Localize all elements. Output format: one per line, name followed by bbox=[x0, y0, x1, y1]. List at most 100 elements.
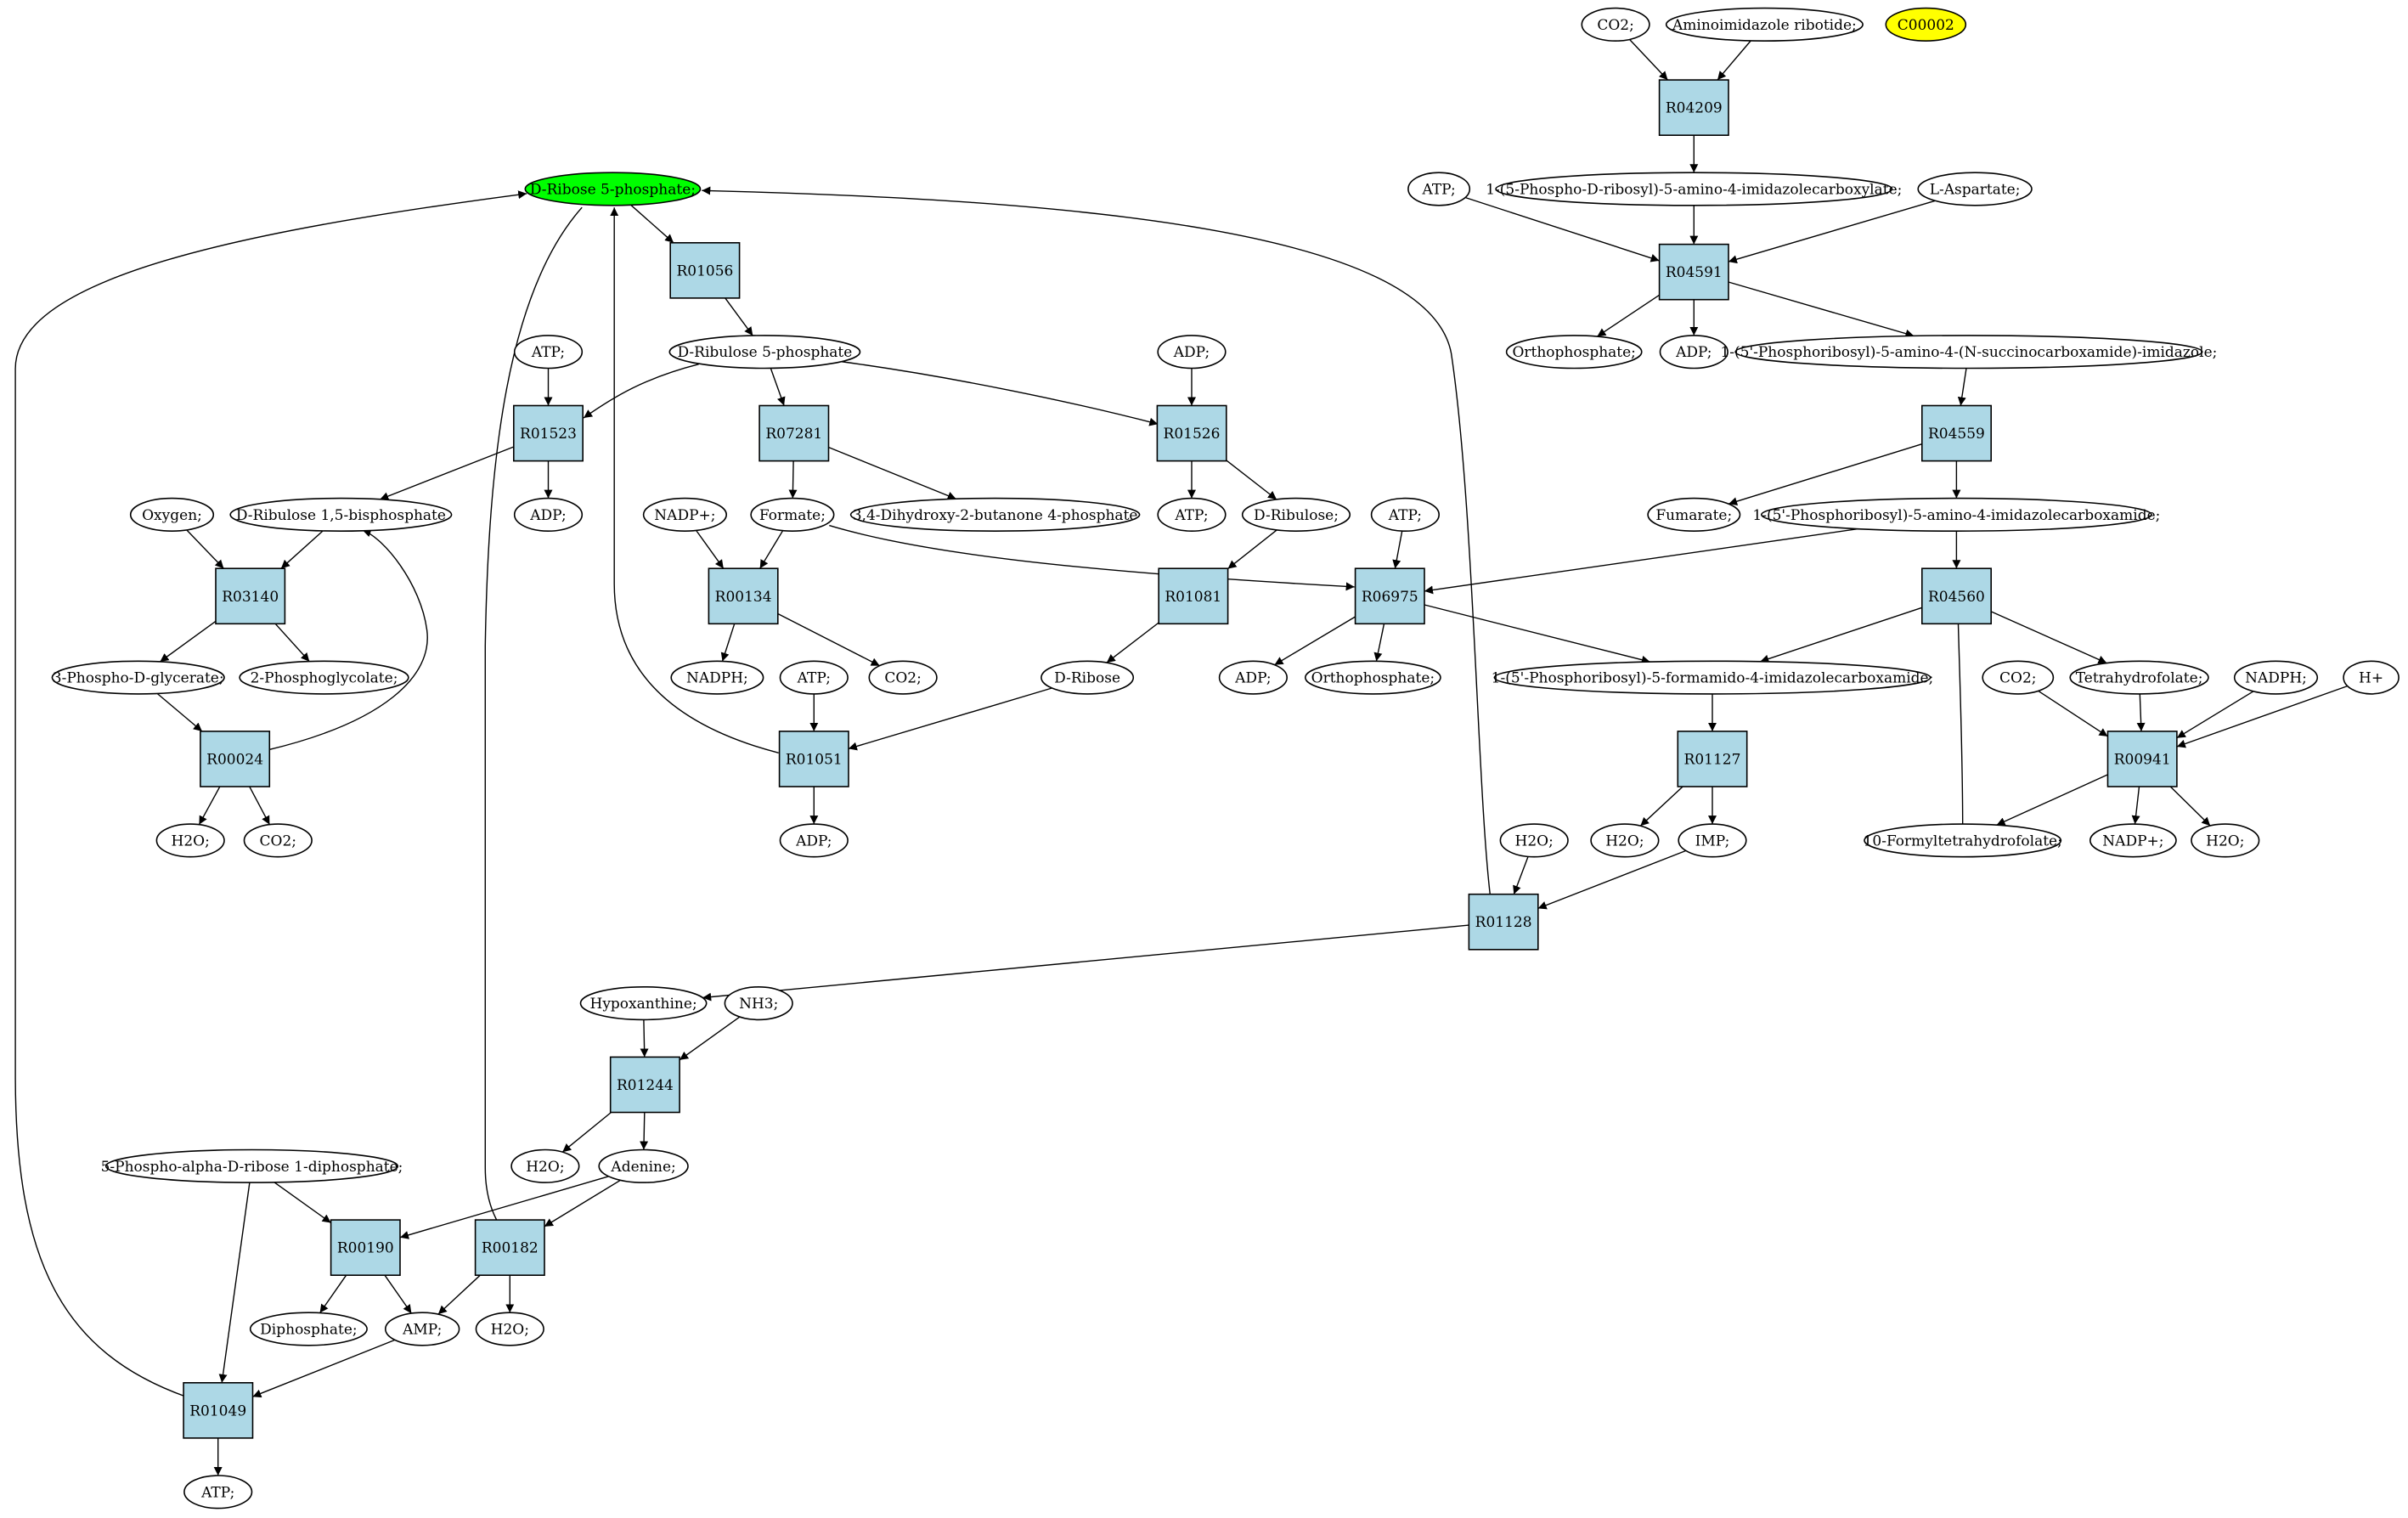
reaction-node-r01049[interactable]: R01049 bbox=[183, 1382, 254, 1439]
metabolite-node-m-ortho-r06975[interactable]: Orthophosphate; bbox=[1305, 660, 1441, 695]
reaction-node-r01056[interactable]: R01056 bbox=[669, 241, 741, 299]
metabolite-node-m-aicar[interactable]: 1-(5'-Phosphoribosyl)-5-amino-4-imidazol… bbox=[1752, 497, 2160, 533]
metabolite-ellipse bbox=[475, 1312, 544, 1346]
metabolite-node-m-laspartate[interactable]: L-Aspartate; bbox=[1917, 172, 2033, 206]
metabolite-node-m-nadp-r00941[interactable]: NADP+; bbox=[2089, 823, 2177, 858]
reaction-node-r06975[interactable]: R06975 bbox=[1354, 567, 1425, 625]
reaction-node-r00024[interactable]: R00024 bbox=[200, 731, 271, 787]
metabolite-node-m-oxygen[interactable]: Oxygen; bbox=[129, 497, 215, 533]
reaction-node-r07281[interactable]: R07281 bbox=[758, 404, 830, 462]
reaction-node-r00190[interactable]: R00190 bbox=[330, 1219, 401, 1276]
metabolite-node-m-2pglycolate[interactable]: 2-Phosphoglycolate; bbox=[239, 660, 409, 695]
metabolite-node-m-hplus[interactable]: H+ bbox=[2343, 660, 2400, 695]
reaction-node-r04591[interactable]: R04591 bbox=[1658, 243, 1729, 301]
edge-r-R00182-to-m-amp bbox=[437, 1274, 481, 1315]
metabolite-node-m-rubp[interactable]: D-Ribulose 1,5-bisphosphate bbox=[229, 497, 453, 533]
metabolite-node-m-nadp-r00134[interactable]: NADP+; bbox=[642, 497, 728, 533]
reaction-node-r01244[interactable]: R01244 bbox=[609, 1056, 680, 1114]
metabolite-ellipse bbox=[1982, 660, 2055, 695]
edge-m-laspartate-to-r-R04591 bbox=[1728, 200, 1936, 264]
metabolite-node-m-atp-r04591[interactable]: ATP; bbox=[1407, 172, 1471, 206]
metabolite-ellipse bbox=[510, 1148, 580, 1183]
metabolite-node-m-co2-r00941[interactable]: CO2; bbox=[1982, 660, 2055, 695]
metabolite-node-m-3pg[interactable]: 3-Phospho-D-glycerate; bbox=[51, 660, 225, 695]
metabolite-node-m-adp-r06975[interactable]: ADP; bbox=[1218, 660, 1288, 695]
metabolite-node-m-atp-r01051[interactable]: ATP; bbox=[779, 660, 849, 695]
reaction-box bbox=[200, 731, 271, 787]
metabolite-node-m-dr5p-main[interactable]: D-Ribose 5-phosphate; bbox=[524, 172, 702, 206]
metabolite-node-m-nh3[interactable]: NH3; bbox=[724, 985, 793, 1021]
metabolite-node-m-h2o-r01127[interactable]: H2O; bbox=[1590, 823, 1660, 858]
metabolite-node-m-atp-r01523[interactable]: ATP; bbox=[513, 335, 584, 370]
metabolite-node-m-formate[interactable]: Formate; bbox=[750, 497, 835, 533]
metabolite-node-m-ortho-r04591[interactable]: Orthophosphate; bbox=[1505, 335, 1643, 370]
metabolite-ellipse bbox=[668, 335, 861, 370]
metabolite-node-m-nadph-r00941[interactable]: NADPH; bbox=[2233, 660, 2319, 695]
metabolite-node-m-co2-top[interactable]: CO2; bbox=[1581, 7, 1650, 42]
edge-r-R01128-to-m-dr5p-main bbox=[702, 186, 1492, 904]
metabolite-node-m-h2o-r00182[interactable]: H2O; bbox=[475, 1312, 544, 1346]
reaction-node-r01051[interactable]: R01051 bbox=[778, 731, 849, 787]
metabolite-ellipse bbox=[1581, 7, 1650, 42]
metabolite-node-m-co2-r00134[interactable]: CO2; bbox=[868, 660, 938, 695]
metabolite-node-m-h2o-r00024[interactable]: H2O; bbox=[155, 823, 225, 858]
edge-m-prpp-to-r-R00190 bbox=[274, 1182, 332, 1224]
metabolite-node-m-nadph-r00134[interactable]: NADPH; bbox=[670, 660, 764, 695]
metabolite-node-m-dribulose[interactable]: D-Ribulose; bbox=[1241, 497, 1351, 533]
metabolite-node-m-hypoxanthine[interactable]: Hypoxanthine; bbox=[579, 985, 708, 1021]
metabolite-label: 10-Formyltetrahydrofolate; bbox=[1864, 832, 2062, 849]
edge-m-dribose-to-r-R01051 bbox=[848, 687, 1052, 751]
metabolite-node-m-dribose[interactable]: D-Ribose bbox=[1040, 660, 1135, 695]
reaction-node-r00182[interactable]: R00182 bbox=[474, 1219, 545, 1276]
metabolite-ellipse bbox=[2069, 660, 2209, 695]
metabolite-node-m-h2o-r01128[interactable]: H2O; bbox=[1499, 823, 1569, 858]
metabolite-label: 1-(5'-Phosphoribosyl)-5-formamido-4-imid… bbox=[1492, 670, 1934, 687]
metabolite-node-m-adp-r01051[interactable]: ADP; bbox=[779, 823, 849, 858]
metabolite-ellipse bbox=[243, 823, 313, 858]
metabolite-node-m-dhbp[interactable]: 3,4-Dihydroxy-2-butanone 4-phosphate bbox=[849, 497, 1141, 533]
reaction-node-r01128[interactable]: R01128 bbox=[1468, 893, 1539, 951]
reaction-node-r01523[interactable]: R01523 bbox=[512, 404, 584, 462]
metabolite-node-m-adp-r01523[interactable]: ADP; bbox=[513, 497, 584, 533]
metabolite-node-m-cair[interactable]: 1-(5-Phospho-D-ribosyl)-5-amino-4-imidaz… bbox=[1486, 172, 1902, 206]
metabolite-node-m-adp-r04591[interactable]: ADP; bbox=[1659, 335, 1728, 370]
metabolite-label: CO2; bbox=[1597, 17, 1634, 34]
reaction-node-r04559[interactable]: R04559 bbox=[1921, 404, 1993, 462]
metabolite-node-m-h2o-r01244[interactable]: H2O; bbox=[510, 1148, 580, 1183]
metabolite-node-m-co2-r00024[interactable]: CO2; bbox=[243, 823, 313, 858]
metabolite-node-m-prpp[interactable]: 5-Phospho-alpha-D-ribose 1-diphosphate; bbox=[101, 1148, 403, 1183]
reaction-node-r01127[interactable]: R01127 bbox=[1677, 731, 1748, 787]
reaction-node-r00134[interactable]: R00134 bbox=[708, 567, 779, 625]
reaction-node-r01526[interactable]: R01526 bbox=[1156, 404, 1227, 462]
metabolite-node-m-adenine[interactable]: Adenine; bbox=[598, 1148, 689, 1183]
reaction-node-r00941[interactable]: R00941 bbox=[2106, 731, 2178, 787]
metabolite-node-m-amp[interactable]: AMP; bbox=[385, 1312, 460, 1346]
metabolite-label: D-Ribulose; bbox=[1254, 507, 1339, 524]
metabolite-node-m-saicar[interactable]: 1-(5'-Phosphoribosyl)-5-amino-4-(N-succi… bbox=[1720, 335, 2217, 370]
reaction-label: R04591 bbox=[1666, 264, 1723, 281]
reaction-node-r04209[interactable]: R04209 bbox=[1658, 79, 1729, 136]
metabolite-label: H2O; bbox=[172, 832, 210, 849]
metabolite-node-m-atp-r06975[interactable]: ATP; bbox=[1370, 497, 1440, 533]
metabolite-node-m-air[interactable]: Aminoimidazole ribotide; bbox=[1665, 7, 1864, 42]
reaction-node-r04560[interactable]: R04560 bbox=[1921, 567, 1993, 625]
metabolite-node-m-fumarate[interactable]: Fumarate; bbox=[1647, 497, 1741, 533]
metabolite-node-m-thf[interactable]: Tetrahydrofolate; bbox=[2069, 660, 2209, 695]
metabolite-node-m-atp-r01526[interactable]: ATP; bbox=[1157, 497, 1227, 533]
reaction-label: R00190 bbox=[337, 1240, 394, 1257]
metabolite-node-m-c00002[interactable]: C00002 bbox=[1885, 7, 1967, 42]
metabolite-node-m-adp-r01526[interactable]: ADP; bbox=[1157, 335, 1227, 370]
metabolite-node-m-atp-r01049[interactable]: ATP; bbox=[183, 1475, 253, 1510]
metabolite-node-m-10fthf[interactable]: 10-Formyltetrahydrofolate; bbox=[1864, 823, 2062, 858]
metabolite-node-m-faicar[interactable]: 1-(5'-Phosphoribosyl)-5-formamido-4-imid… bbox=[1492, 660, 1934, 695]
metabolite-node-m-diphosphate[interactable]: Diphosphate; bbox=[249, 1312, 368, 1346]
edge-m-saicar-to-r-R04559 bbox=[1957, 368, 1967, 406]
metabolite-ellipse bbox=[642, 497, 728, 533]
metabolite-node-m-h2o-r00941[interactable]: H2O; bbox=[2191, 823, 2260, 858]
reaction-node-r03140[interactable]: R03140 bbox=[215, 567, 286, 625]
edge-r-R07281-to-m-dhbp bbox=[828, 446, 956, 500]
metabolite-ellipse bbox=[385, 1312, 460, 1346]
metabolite-node-m-ru5p[interactable]: D-Ribulose 5-phosphate bbox=[668, 335, 861, 370]
metabolite-node-m-imp[interactable]: IMP; bbox=[1678, 823, 1747, 858]
reaction-node-r01081[interactable]: R01081 bbox=[1158, 567, 1229, 625]
